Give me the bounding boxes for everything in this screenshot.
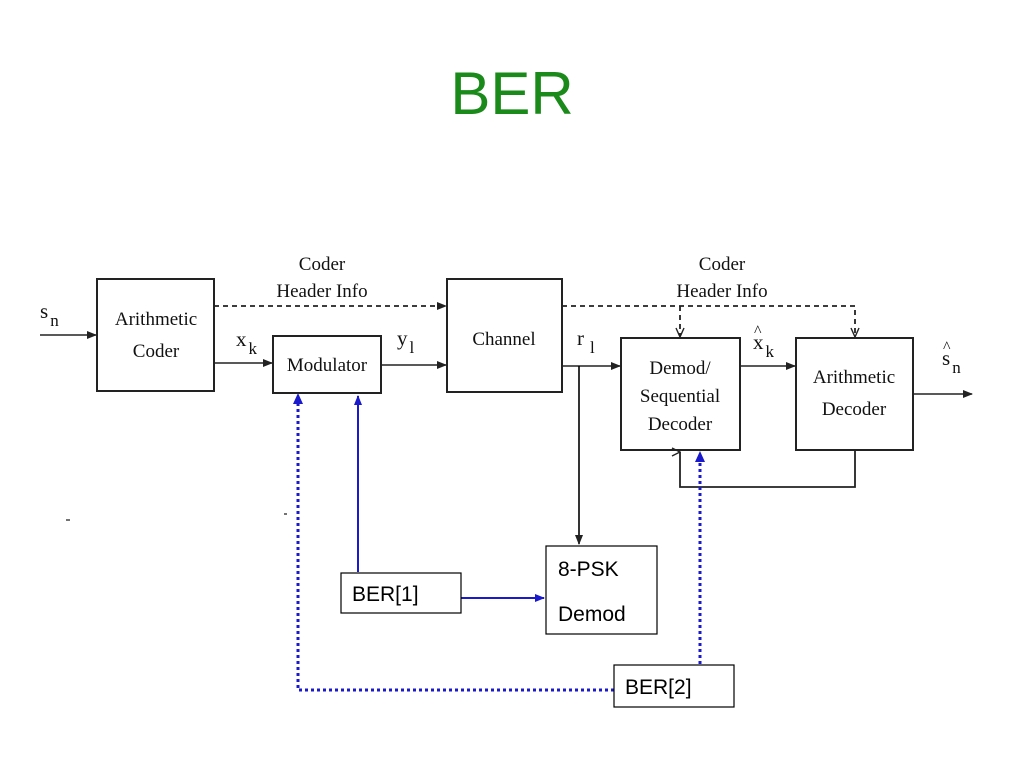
ber1-label: BER[1]	[352, 583, 419, 606]
ber2-label: BER[2]	[625, 676, 692, 699]
psk-demod-box	[545, 545, 658, 635]
header-info-right-line-1: Coder	[699, 254, 746, 275]
arithmetic-coder-label-2: Coder	[133, 341, 180, 362]
feedback-loop	[680, 450, 856, 488]
header-info-left-line-2: Header Info	[276, 281, 367, 302]
ber2-to-modulator-line	[296, 398, 614, 692]
psk-demod-label-1: 8-PSK	[558, 558, 619, 581]
modulator-label: Modulator	[287, 355, 368, 376]
arithmetic-decoder-label-2: Decoder	[822, 399, 887, 420]
arithmetic-coder-block	[96, 278, 215, 392]
ber2-box	[613, 664, 735, 708]
arithmetic-coder-label-1: Arithmetic	[115, 309, 197, 330]
demod-decoder-label-1: Demod/	[649, 358, 711, 379]
demod-decoder-label-3: Decoder	[648, 414, 713, 435]
psk-demod-label-2: Demod	[558, 603, 626, 626]
ber1-box	[340, 572, 462, 614]
header-info-line-right	[562, 305, 856, 336]
header-info-left-line-1: Coder	[299, 254, 346, 275]
arithmetic-decoder-label-1: Arithmetic	[813, 367, 895, 388]
channel-block	[446, 278, 563, 393]
header-info-right-line-2: Header Info	[676, 281, 767, 302]
channel-label: Channel	[472, 329, 535, 350]
arithmetic-decoder-block	[795, 337, 914, 451]
slide-title: BER	[450, 60, 574, 127]
signal-s-hat-mark: ^	[943, 339, 951, 356]
demod-decoder-label-2: Sequential	[640, 386, 720, 407]
signal-x-hat-mark: ^	[754, 323, 762, 340]
